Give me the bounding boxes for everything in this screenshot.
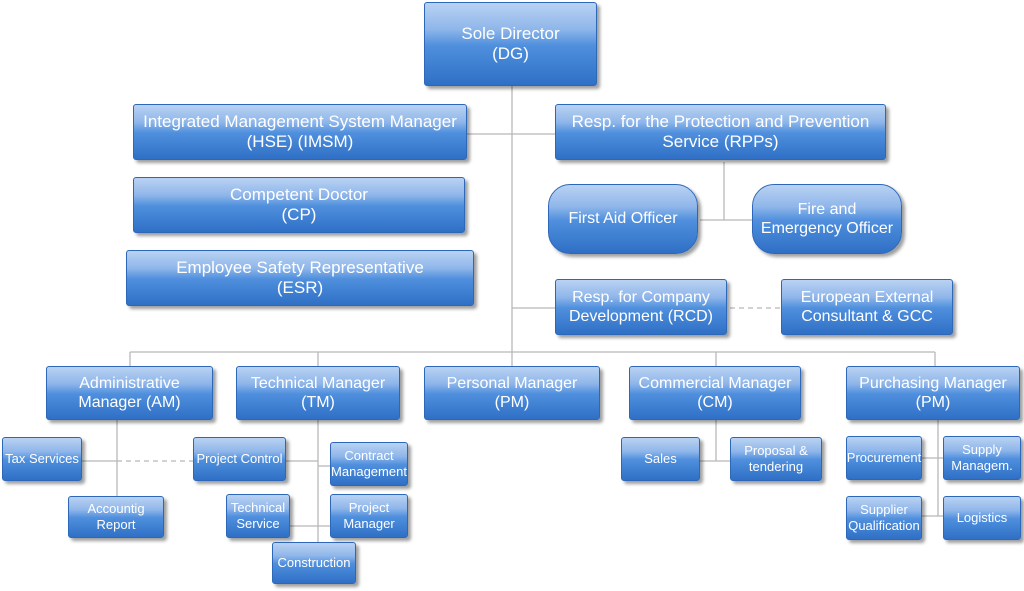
pur-line2: (PM) [915, 394, 951, 411]
construction-box: Construction [272, 542, 356, 584]
supply-line2: Managem. [951, 458, 1013, 473]
first-aid-officer-title: First Aid Officer [568, 210, 678, 228]
imsm-box: Integrated Management System Manager (HS… [133, 104, 467, 160]
rpps-box: Resp. for the Protection and Prevention … [555, 104, 886, 160]
purchasing-manager-box: Purchasing Manager (PM) [846, 366, 1020, 420]
contract-management-box: Contract Management [330, 442, 408, 486]
am-line1: Administrative [79, 374, 180, 392]
competent-doctor-box: Competent Doctor (CP) [133, 177, 465, 233]
procurement-label: Procurement [846, 450, 922, 466]
supply-line1: Supply [962, 442, 1002, 458]
cm-line1: Commercial Manager [638, 374, 792, 392]
tech-service-line2: Service [236, 516, 280, 531]
gcc-box: European External Consultant & GCC [781, 279, 953, 335]
fire-emergency-officer-line1: Fire and [797, 200, 857, 218]
sales-label: Sales [644, 451, 677, 467]
project-control-label: Project Control [196, 451, 283, 467]
proposal-line2: tendering [748, 459, 804, 474]
technical-service-box: Technical Service [226, 494, 290, 538]
construction-label: Construction [277, 555, 351, 571]
logistics-box: Logistics [943, 496, 1021, 540]
fire-emergency-officer-box: Fire and Emergency Officer [752, 184, 902, 254]
gcc-line2: Consultant & GCC [801, 308, 933, 325]
sole-director-code: (DG) [492, 44, 529, 63]
accounting-report-box: Accountig Report [68, 496, 164, 538]
fire-emergency-officer-line2: Emergency Officer [760, 220, 894, 237]
proposal-tendering-box: Proposal & tendering [730, 437, 822, 481]
rcd-line1: Resp. for Company [572, 288, 710, 306]
procurement-box: Procurement [846, 436, 922, 480]
am-line2: Manager (AM) [78, 394, 181, 411]
project-manager-line1: Project [348, 500, 390, 516]
supplier-qual-line1: Supplier [860, 502, 908, 518]
supplier-qualification-box: Supplier Qualification [846, 496, 922, 540]
contract-line1: Contract [344, 448, 394, 464]
proposal-line1: Proposal & [744, 443, 808, 459]
competent-doctor-code: (CP) [281, 205, 317, 224]
sole-director-box: Sole Director (DG) [424, 2, 597, 86]
cm-line2: (CM) [697, 394, 733, 411]
sales-box: Sales [621, 437, 700, 481]
imsm-title: Integrated Management System Manager [143, 111, 457, 131]
commercial-manager-box: Commercial Manager (CM) [629, 366, 801, 420]
esr-title: Employee Safety Representative [176, 257, 424, 277]
tm-line2: (TM) [301, 394, 335, 411]
pm-line1: Personal Manager [446, 374, 578, 392]
tax-services-label: Tax Services [5, 451, 79, 467]
imsm-code: (HSE) (IMSM) [246, 132, 354, 151]
sole-director-title: Sole Director [461, 23, 560, 43]
rcd-box: Resp. for Company Development (RCD) [555, 279, 727, 335]
pur-line1: Purchasing Manager [859, 374, 1007, 392]
tm-line1: Technical Manager [250, 374, 386, 392]
project-manager-box: Project Manager [330, 494, 408, 538]
contract-line2: Management [331, 464, 407, 479]
personal-manager-box: Personal Manager (PM) [424, 366, 600, 420]
tax-services-box: Tax Services [2, 437, 82, 481]
project-manager-line2: Manager [343, 516, 395, 531]
technical-manager-box: Technical Manager (TM) [236, 366, 400, 420]
supplier-qual-line2: Qualification [848, 518, 920, 533]
first-aid-officer-box: First Aid Officer [548, 184, 698, 254]
rpps-code: Service (RPPs) [662, 132, 779, 151]
rcd-line2: Development (RCD) [568, 308, 714, 325]
esr-code: (ESR) [276, 278, 324, 297]
administrative-manager-box: Administrative Manager (AM) [46, 366, 213, 420]
tech-service-line1: Technical [230, 500, 286, 516]
project-control-box: Project Control [193, 437, 286, 481]
accounting-line1: Accountig [87, 501, 145, 517]
supply-management-box: Supply Managem. [943, 436, 1021, 480]
competent-doctor-title: Competent Doctor [230, 184, 368, 204]
employee-safety-representative-box: Employee Safety Representative (ESR) [126, 250, 474, 306]
logistics-label: Logistics [956, 510, 1008, 526]
accounting-line2: Report [96, 517, 136, 532]
gcc-line1: European External [800, 288, 934, 306]
rpps-title: Resp. for the Protection and Prevention [571, 111, 870, 131]
pm-line2: (PM) [494, 394, 530, 411]
